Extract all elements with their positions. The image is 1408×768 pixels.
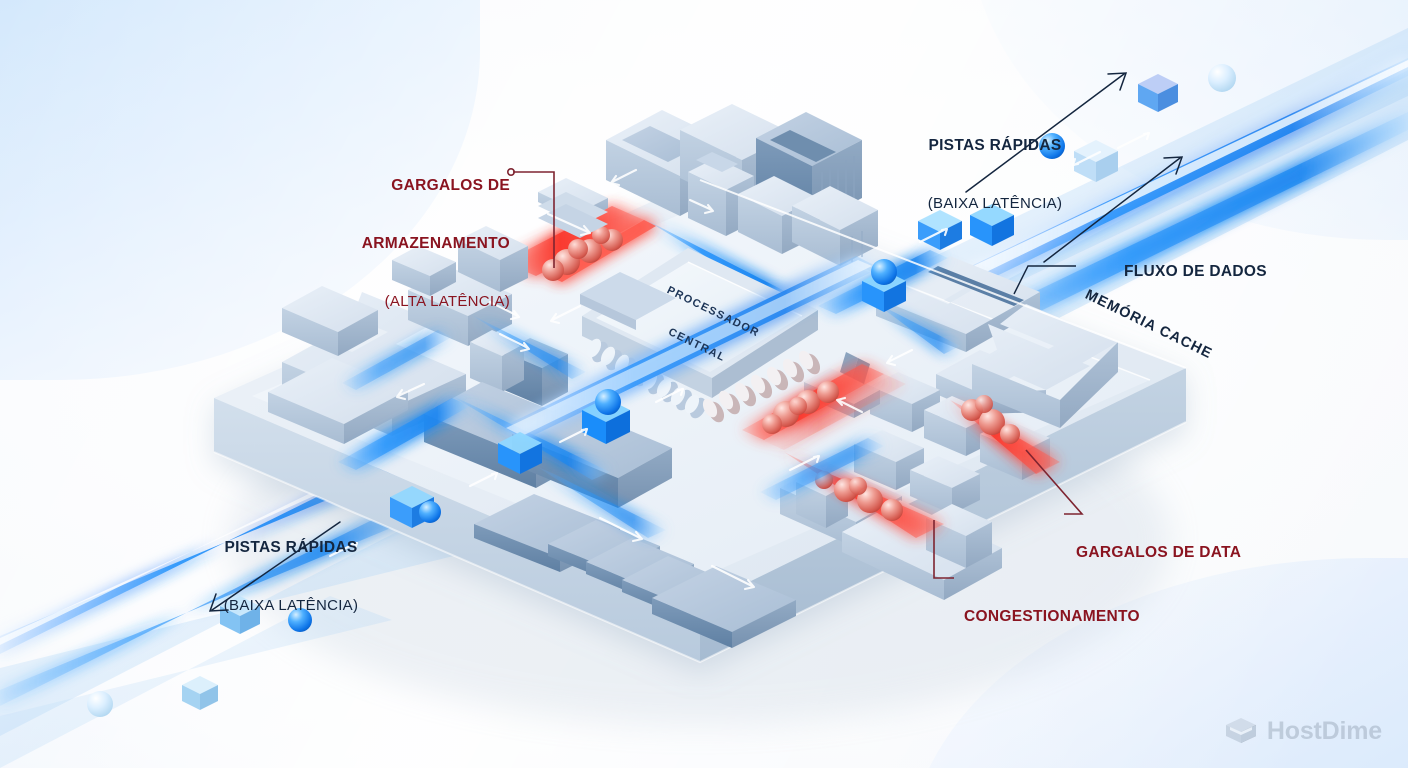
leader-line-congestion	[933, 520, 954, 579]
cache-cube-building	[910, 456, 980, 514]
data-sphere	[595, 389, 621, 415]
leader-line-data-bottlenecks	[1025, 449, 1084, 515]
data-lane-blue-top-right-2	[976, 112, 1408, 330]
data-sphere	[1039, 133, 1065, 159]
low-bar-building	[268, 358, 408, 444]
data-sphere	[419, 501, 441, 523]
corner-block-building	[458, 226, 528, 292]
label-fast-lanes-bottom: PISTAS RÁPIDAS (BAIXA LATÊNCIA)	[172, 500, 410, 654]
hostdime-cube-icon	[1225, 718, 1256, 743]
street-blue-left-main	[338, 398, 470, 470]
data-cube	[970, 204, 1014, 246]
hostdime-logo-text: HostDime	[1266, 716, 1382, 745]
label-storage-bottleneck-line1: GARGALOS DE	[391, 177, 510, 195]
label-congestion: CONGESTIONAMENTO	[964, 569, 1140, 666]
hostdime-logo[interactable]: HostDime	[1224, 716, 1382, 746]
label-fast-lanes-top: PISTAS RÁPIDAS (BAIXA LATÊNCIA)	[876, 98, 1114, 252]
cpu-pins-right	[702, 350, 821, 423]
congestion-spheres-cache	[961, 395, 1020, 444]
label-fast-lanes-top-line1: PISTAS RÁPIDAS	[928, 137, 1062, 155]
street-blue-cache-edge	[874, 302, 960, 354]
data-sphere	[288, 608, 312, 632]
congestion-spheres-data	[762, 381, 839, 434]
main-data-highway	[500, 256, 880, 440]
data-sphere-pale	[1208, 64, 1236, 92]
congestion-spheres-street	[815, 471, 903, 521]
label-data-bottlenecks: GARGALOS DE DATA	[1076, 505, 1241, 602]
pale-lane-bottom-left-far	[0, 520, 486, 736]
data-cube-pale	[1074, 140, 1118, 182]
label-fast-lanes-bottom-line2: (BAIXA LATÊNCIA)	[223, 596, 359, 614]
label-storage-bottleneck-line3: (ALTA LATÊNCIA)	[384, 292, 510, 310]
label-storage-bottleneck: GARGALOS DE ARMAZENAMENTO (ALTA LATÊNCIA…	[300, 138, 510, 350]
tall-slab-building	[470, 330, 524, 392]
cache-block-building	[972, 304, 1118, 428]
leader-dot-storage	[506, 168, 515, 177]
leader-arrow-fast-lanes-top	[965, 72, 1128, 193]
data-sphere-pale	[87, 691, 113, 717]
lower-right-tower-2	[926, 504, 992, 568]
block-building	[282, 286, 378, 356]
leader-arrow-data-flow	[1043, 156, 1184, 263]
building-group-cache	[780, 256, 1118, 600]
pale-lane-top-right-near	[930, 70, 1408, 348]
label-storage-bottleneck-line2: ARMAZENAMENTO	[361, 234, 510, 252]
leader-line-cache-memory	[1013, 265, 1076, 295]
data-cube	[1138, 74, 1178, 112]
pale-lane-bottom-left-near	[0, 596, 392, 768]
leader-arrow-fast-lanes-bottom	[208, 521, 341, 612]
data-sphere	[871, 259, 897, 285]
data-lane-blue-bottom-left-2	[0, 496, 444, 706]
building-group-top-center	[458, 104, 878, 292]
stacked-plates-building	[538, 178, 608, 238]
building-group-bottom-left	[474, 494, 796, 648]
data-cube	[182, 676, 218, 710]
data-cube	[220, 596, 260, 634]
small-block-building	[392, 246, 456, 296]
data-cube	[918, 210, 962, 250]
label-data-bottlenecks-line1: GARGALOS DE DATA	[1076, 544, 1242, 562]
pale-lane-top-right-far	[902, 28, 1408, 300]
board-edge-highlight	[699, 179, 1187, 369]
label-fast-lanes-bottom-line1: PISTAS RÁPIDAS	[224, 539, 358, 557]
street-blue-bottom-right	[760, 438, 884, 500]
street-blue-bottom-left	[536, 466, 666, 538]
label-data-flow-line1: FLUXO DE DADOS	[1124, 263, 1267, 281]
label-data-flow: FLUXO DE DADOS	[1124, 224, 1267, 321]
label-congestion-line1: CONGESTIONAMENTO	[964, 608, 1140, 626]
congestion-spheres-storage	[542, 226, 623, 281]
leader-line-storage-bottleneck	[513, 171, 555, 268]
data-cube	[498, 432, 542, 474]
memory-module	[652, 566, 796, 648]
label-fast-lanes-top-line2: (BAIXA LATÊNCIA)	[927, 194, 1063, 212]
street-direction-arrows	[328, 131, 1151, 591]
